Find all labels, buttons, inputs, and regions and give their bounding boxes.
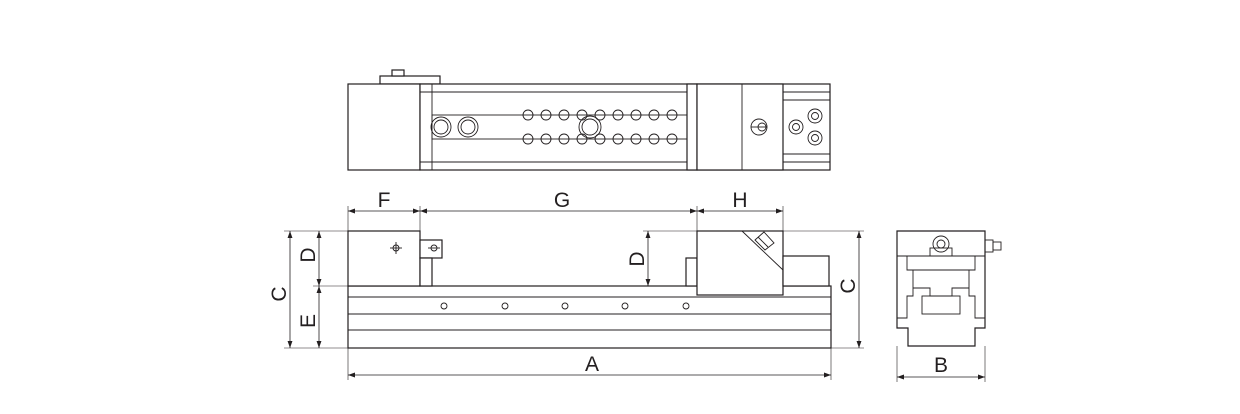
label-c-right: C: [837, 278, 860, 293]
label-g: G: [554, 189, 570, 212]
label-b: B: [934, 354, 948, 377]
label-c-left: C: [268, 286, 291, 301]
side-view: [896, 230, 1002, 347]
label-f: F: [378, 189, 391, 212]
label-d-right: D: [626, 251, 649, 266]
label-a: A: [585, 353, 599, 376]
label-e-left: E: [297, 314, 320, 328]
label-h: H: [732, 189, 747, 212]
label-d-left: D: [297, 247, 320, 262]
front-view: [347, 230, 832, 349]
top-view: [347, 69, 831, 171]
hole-row-bottom: [522, 133, 678, 145]
dimension-lines: [284, 206, 986, 382]
dimension-labels: F G H A B C D E D C: [268, 189, 948, 377]
